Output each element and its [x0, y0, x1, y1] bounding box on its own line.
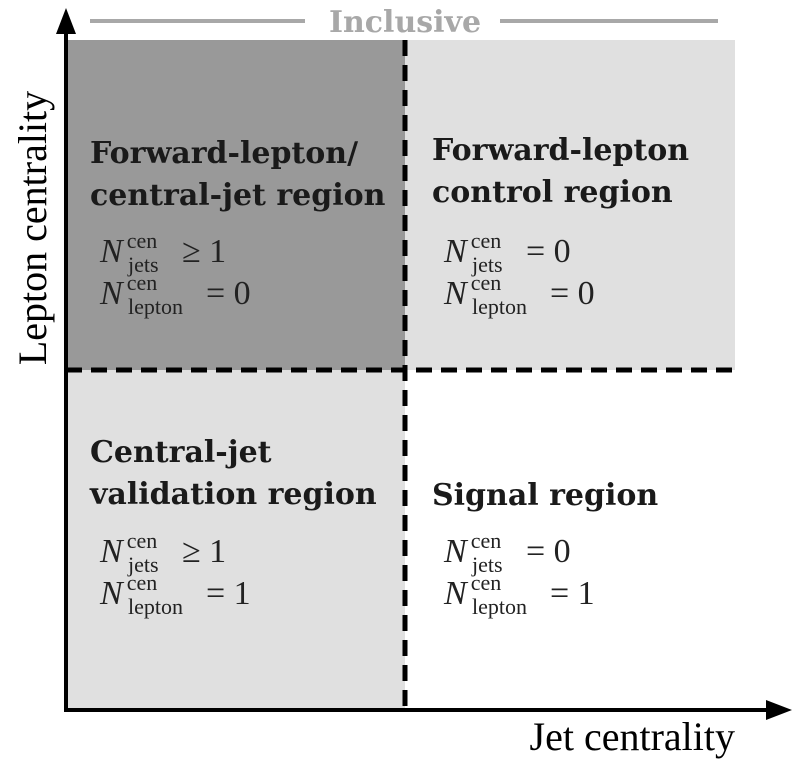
- condition-n-lepton: N cen lepton = 1: [99, 570, 251, 619]
- svg-text:Forward-lepton/ central-: Forward-lepton/ central-jet region: [90, 136, 386, 213]
- x-axis-arrowhead: [766, 700, 792, 720]
- region-bottom-left: Central-jet validation region N cen jets…: [89, 435, 377, 619]
- condition-n-lepton: N cen lepton = 1: [443, 570, 595, 619]
- svg-text:Signal region: Signal region: [432, 478, 658, 513]
- inclusive-label: Inclusive: [329, 5, 481, 40]
- condition-n-jets: N cen jets = 0: [443, 228, 571, 277]
- region-bottom-right: Signal region N cen jets = 0 N cen lepto…: [432, 478, 658, 619]
- region-title-line: validation region: [89, 477, 377, 512]
- y-axis-label: Lepton centrality: [10, 91, 55, 365]
- region-title-line: Signal region: [432, 478, 658, 513]
- region-top-right: Forward-lepton control region N cen jets…: [432, 133, 700, 319]
- region-top-left: Forward-lepton/ central-jet region N cen…: [90, 136, 386, 319]
- condition-n-jets: N cen jets ≥ 1: [99, 228, 226, 277]
- region-title-line: Forward-lepton: [432, 133, 689, 168]
- region-title-line: Central-jet: [90, 435, 272, 470]
- region-bottom-right-bg: [405, 370, 735, 710]
- condition-n-lepton: N cen lepton = 0: [99, 270, 251, 319]
- region-top-right-bg: [405, 40, 735, 370]
- region-title-line: control region: [432, 175, 673, 210]
- condition-n-lepton: N cen lepton = 0: [443, 270, 595, 319]
- condition-n-jets: N cen jets ≥ 1: [99, 528, 226, 577]
- y-axis-arrowhead: [56, 8, 76, 34]
- condition-n-jets: N cen jets = 0: [443, 528, 571, 577]
- region-top-left-bg: [66, 40, 405, 370]
- region-bottom-left-bg: [66, 370, 405, 710]
- svg-text:Forward-lepton control r: Forward-lepton control region: [432, 133, 700, 210]
- x-axis-label: Jet centrality: [530, 714, 735, 759]
- region-title-line: central-jet region: [90, 178, 386, 213]
- svg-text:Central-jet validation r: Central-jet validation region: [89, 435, 377, 512]
- region-title-line: Forward-lepton/: [90, 136, 358, 171]
